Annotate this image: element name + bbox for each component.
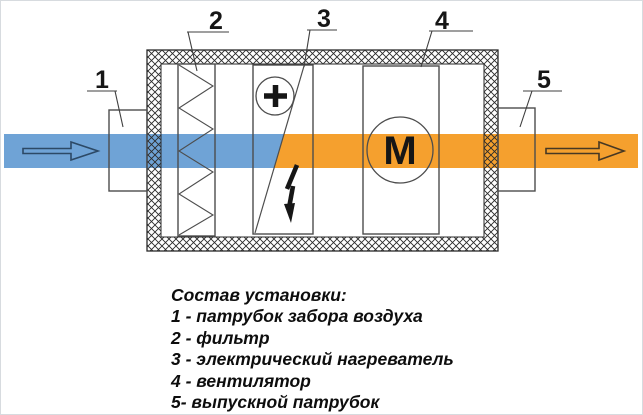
exhaust-air-arrow-icon xyxy=(545,140,627,162)
heater-polarity-circle xyxy=(255,76,295,116)
callout-3-leader xyxy=(303,29,337,68)
intake-pipe xyxy=(108,109,148,192)
filter-zigzag-icon xyxy=(177,64,215,236)
heater-diagonal-line xyxy=(254,65,305,234)
callout-2-leader xyxy=(187,31,229,72)
plus-icon xyxy=(264,85,287,107)
legend-item: 5- выпускной патрубок xyxy=(171,392,380,413)
outlet-pipe xyxy=(497,107,536,192)
lightning-bolt-icon xyxy=(284,164,300,223)
fan-box xyxy=(362,65,440,235)
callout-3-number: 3 xyxy=(317,5,331,33)
legend-item: 3 - электрический нагреватель xyxy=(171,349,454,370)
legend: Состав установки: 1 - патрубок забора во… xyxy=(171,285,454,413)
electric-heater-box xyxy=(252,64,314,235)
fan-motor-circle xyxy=(366,116,434,184)
filter-box xyxy=(177,63,216,237)
callout-leaders xyxy=(87,29,562,128)
casing-inner-wall xyxy=(160,63,485,238)
callout-2-number: 2 xyxy=(209,7,223,35)
fan-motor-label: M xyxy=(383,129,416,173)
legend-item: 2 - фильтр xyxy=(171,327,270,348)
callout-4-leader xyxy=(420,30,473,68)
legend-item: 1 - патрубок забора воздуха xyxy=(171,306,423,327)
legend-title: Состав установки: xyxy=(171,285,347,305)
callout-5-number: 5 xyxy=(537,66,551,94)
callout-5-leader xyxy=(519,90,562,128)
callout-4-number: 4 xyxy=(435,7,449,35)
heated-air-stripe xyxy=(274,134,638,168)
callout-1-leader xyxy=(87,90,124,128)
callout-1-number: 1 xyxy=(95,66,109,94)
supply-air-arrow-icon xyxy=(22,140,101,162)
legend-item: 4 - вентилятор xyxy=(171,370,311,391)
supply-air-stripe xyxy=(4,134,284,168)
